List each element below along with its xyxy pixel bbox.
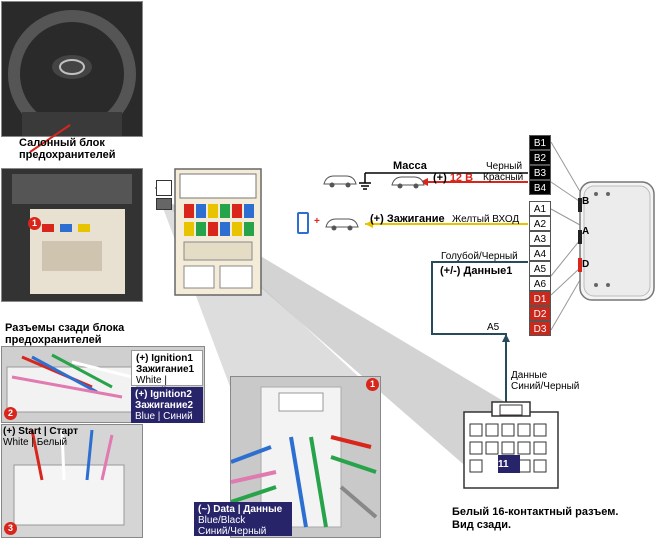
pin-a2: A2 <box>529 216 551 231</box>
data1-label: (+/-) Данные1 <box>440 265 513 277</box>
pin-d3: D3 <box>529 321 551 336</box>
pin-a3: A3 <box>529 231 551 246</box>
data-tag-en: Blue/Black <box>198 515 246 526</box>
badge-3: 3 <box>4 522 17 535</box>
fuse-box-diagram <box>174 168 262 296</box>
fuse-box-connector-highlight <box>156 198 172 210</box>
fuse-box-photo <box>1 168 143 302</box>
start-title: (+) Start | Старт <box>3 426 78 437</box>
pin-d2: D2 <box>529 306 551 321</box>
pin-a5: A5 <box>529 261 551 276</box>
alarm-module <box>576 180 656 302</box>
ignition1-ru: Зажигание1 <box>136 364 195 375</box>
module-side-d: D <box>582 259 590 270</box>
fuse-box-image <box>2 169 142 301</box>
pin-a1: A1 <box>529 201 551 216</box>
ignition2-color: Blue | Синий <box>135 411 193 422</box>
pin-b3: B3 <box>529 165 551 180</box>
plus12-label: (+) 12 В <box>433 172 473 184</box>
data-tag-title: (~) Data | Данные <box>198 504 283 515</box>
pin-b4: B4 <box>529 180 551 195</box>
ignition2-ru: Зажигание2 <box>135 400 194 411</box>
badge-1: 1 <box>28 217 41 230</box>
salon-block-label: Салонный блок предохранителей <box>19 137 116 161</box>
data-color-label: Синий/Черный <box>511 381 580 392</box>
steering-wheel-image <box>2 2 142 136</box>
steering-wheel-photo <box>1 1 143 137</box>
bottom-caption: Белый 16-контактный разъем. Вид сзади. <box>452 506 619 531</box>
ignition-prefix: (+) <box>370 213 387 225</box>
ignition2-tag: (+) Ignition2 Зажигание2 Blue | Синий <box>131 387 203 423</box>
rear-connector-image-bottom <box>2 425 142 537</box>
blue-black-label: Голубой/Черный <box>441 251 518 262</box>
badge-2: 2 <box>4 407 17 420</box>
ignition-label: (+) Зажигание <box>370 213 445 225</box>
phone-icon <box>297 212 309 234</box>
pin-d1: D1 <box>529 291 551 306</box>
black-wire-label: Черный <box>486 161 523 172</box>
pin-b2: B2 <box>529 150 551 165</box>
a5-label: A5 <box>487 322 500 333</box>
pin-b1: B1 <box>529 135 551 150</box>
data-ru-label: Данные <box>511 370 548 381</box>
massa-label: Масса <box>393 160 427 172</box>
module-side-a: A <box>582 226 590 237</box>
ignition1-title: (+) Ignition1 <box>136 353 193 364</box>
data-tag-ru: Синий/Черный <box>198 526 267 537</box>
ignition1-tag: (+) Ignition1 Зажигание1 White | Белый <box>131 350 203 397</box>
rear-connector-photo-bottom <box>1 424 143 538</box>
rear-connectors-label: Разъемы сзади блока предохранителей <box>5 322 125 346</box>
car-icon-12v <box>390 173 426 194</box>
white-16pin-connector <box>462 400 560 490</box>
module-side-b: B <box>582 196 590 207</box>
fuse-box-connector-small <box>156 180 172 196</box>
data-tag: (~) Data | Данные Blue/Black Синий/Черны… <box>194 502 292 537</box>
start-color: White | Белый <box>3 437 68 448</box>
plus12-value: 12 В <box>449 172 474 184</box>
yellow-input-label: Желтый ВХОД <box>452 214 520 225</box>
start-tag: (+) Start | Старт White | Белый <box>3 426 78 448</box>
fuse-box-diagram-image <box>174 168 262 296</box>
plus12-prefix: (+) <box>433 172 450 184</box>
plus-icon: + <box>314 216 320 227</box>
pin-a4: A4 <box>529 246 551 261</box>
car-icon-ground <box>322 172 358 193</box>
car-icon-ignition <box>324 215 360 236</box>
alarm-module-image <box>576 181 655 301</box>
pin-a6: A6 <box>529 276 551 291</box>
red-wire-label: Красный <box>483 172 524 183</box>
ignition2-title: (+) Ignition2 <box>135 389 192 400</box>
badge-4: 1 <box>366 378 379 391</box>
pin-11-label: 11 <box>498 459 509 470</box>
white-16pin-connector-image <box>463 401 559 489</box>
ignition-text: Зажигание <box>386 213 445 225</box>
